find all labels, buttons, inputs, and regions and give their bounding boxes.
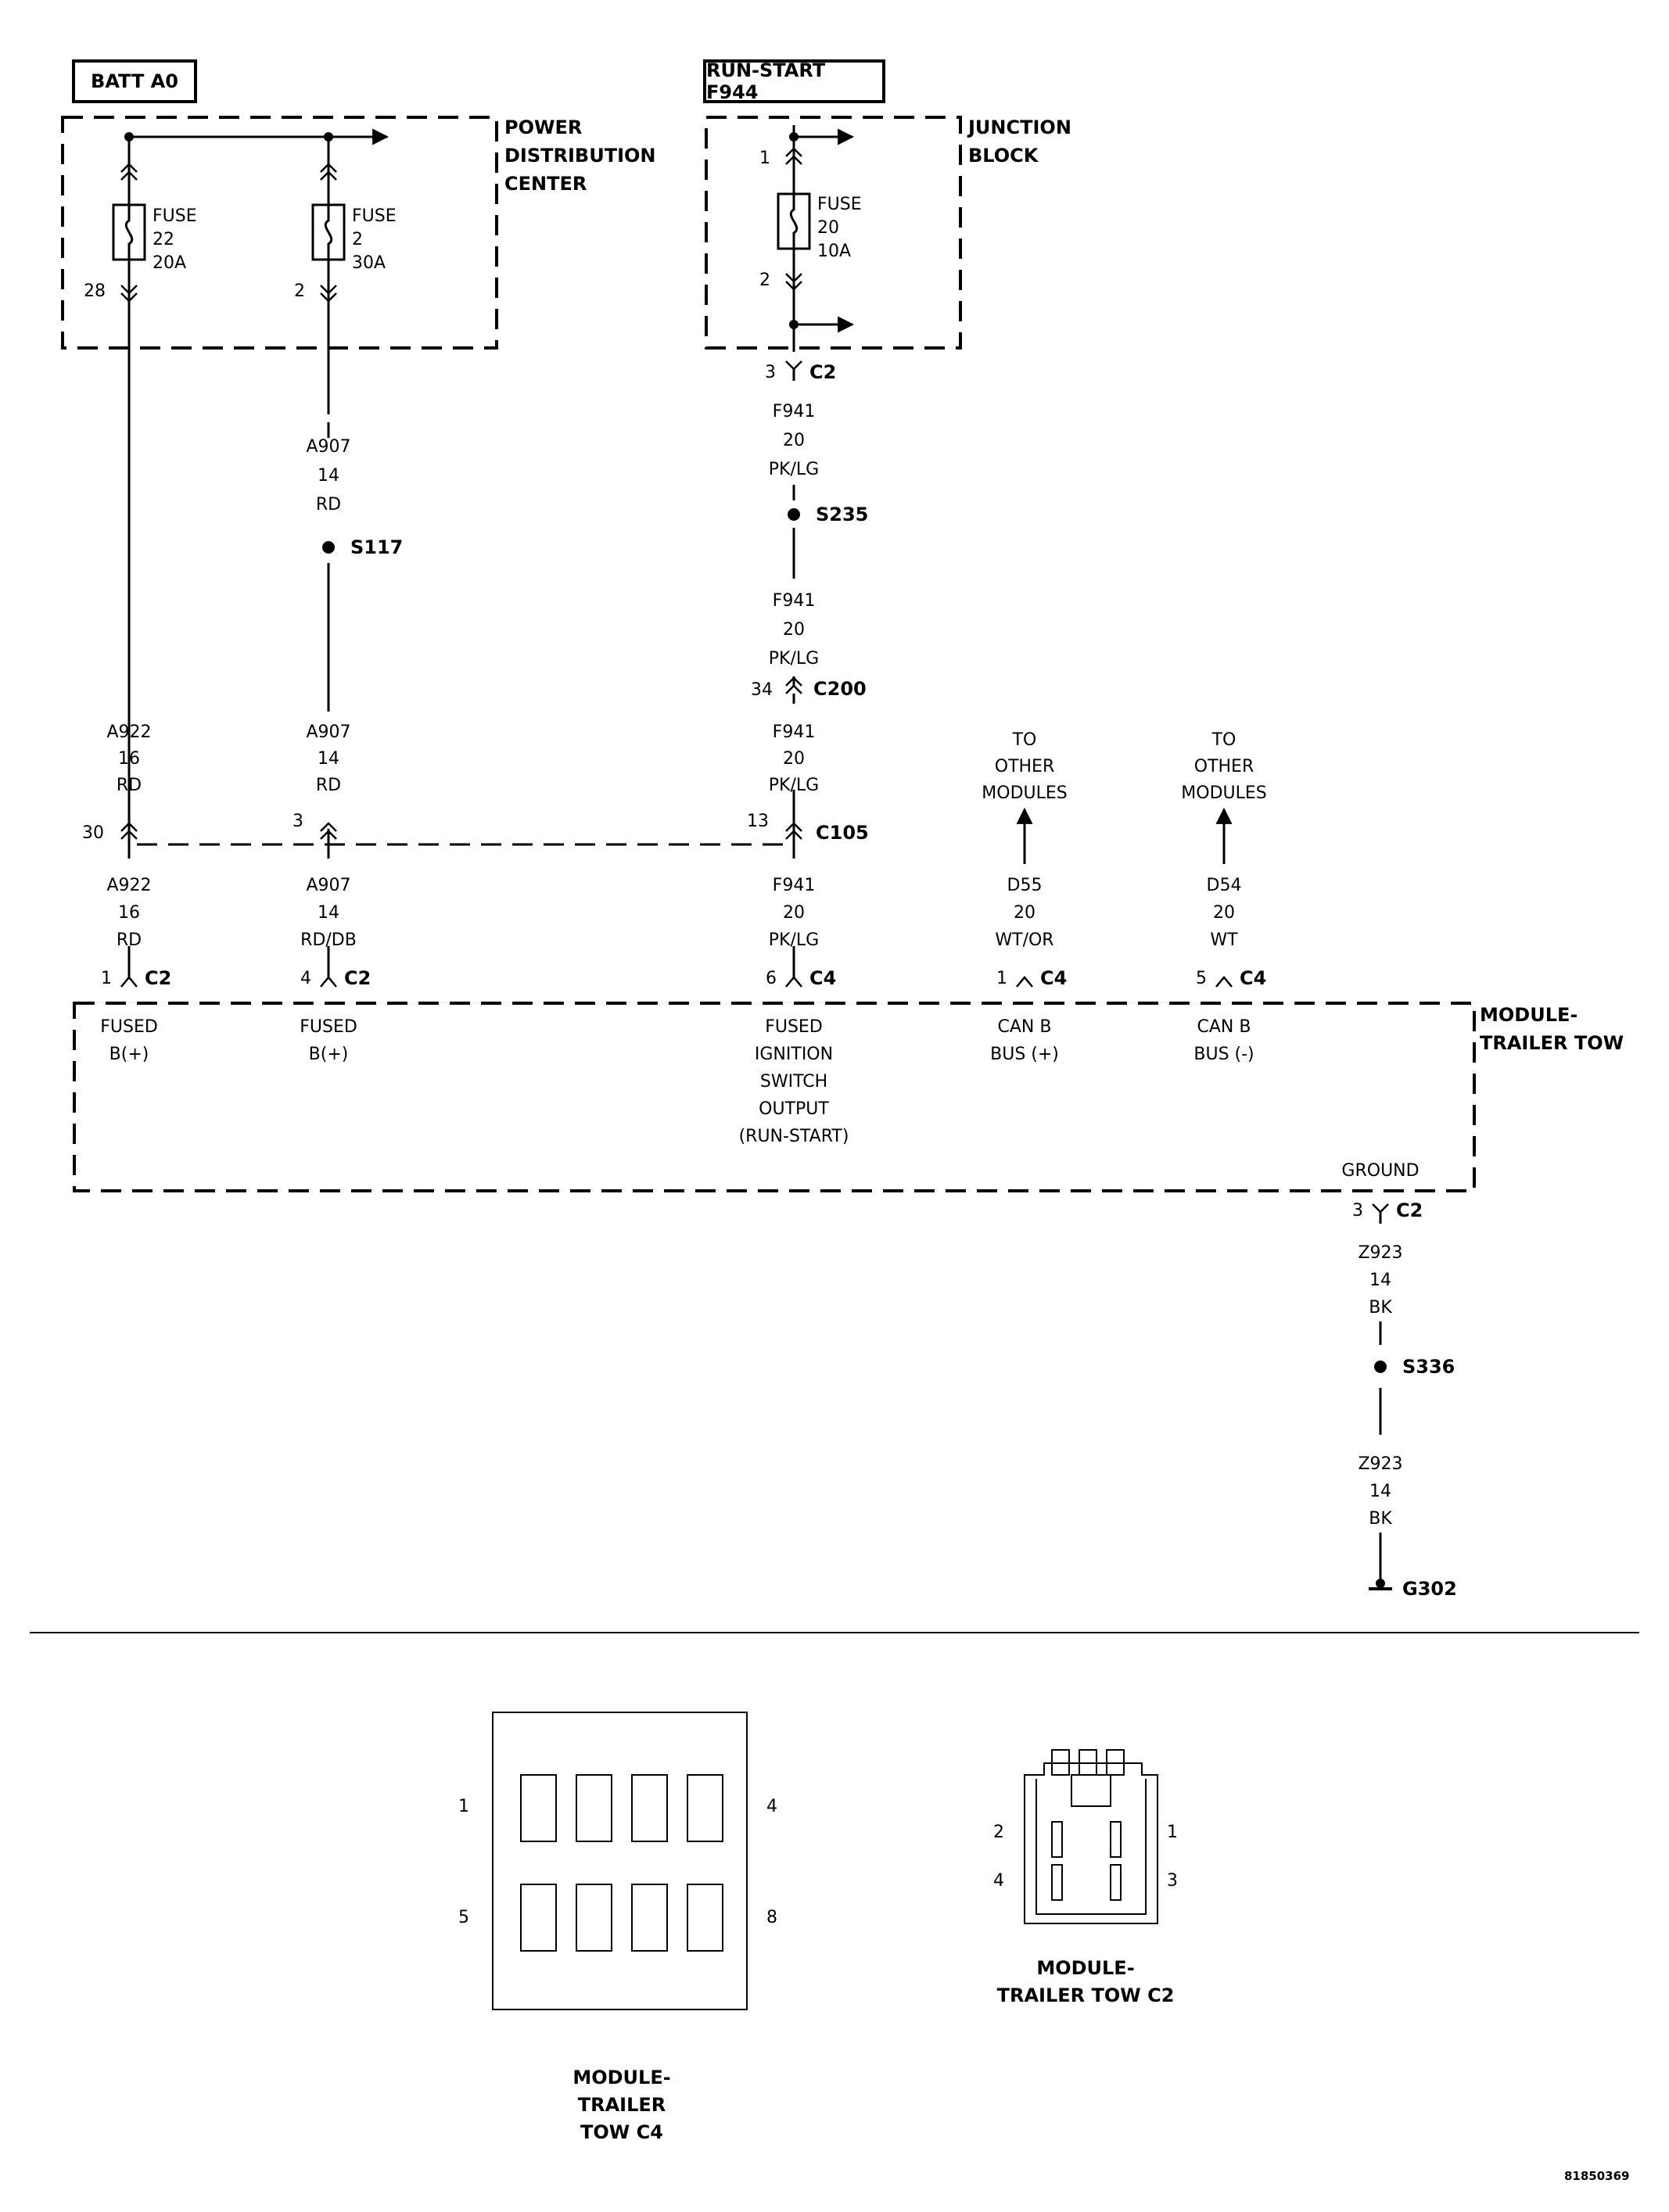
splice-s117: S117	[350, 536, 404, 558]
ground-g302: G302	[1402, 1578, 1457, 1600]
wire-f941-1: F941 20 PK/LG	[768, 402, 820, 479]
c2-title: MODULE- TRAILER TOW C2	[996, 1957, 1175, 2006]
c2-pin-1: 1	[1167, 1823, 1178, 1842]
fuse-22-pin: 28	[84, 281, 106, 301]
pin-canb-neg: CAN B BUS (-)	[1193, 1017, 1254, 1064]
m2-pin: 4	[300, 969, 311, 988]
wire-z923-2: Z923 14 BK	[1358, 1454, 1403, 1529]
jb-c2-pin: 3	[765, 363, 776, 382]
m3-pin: 6	[766, 969, 777, 988]
fuse-2-label: FUSE 2 30A	[352, 206, 397, 273]
c2-pin-3: 3	[1167, 1871, 1178, 1891]
run-start-box: RUN-START F944	[703, 59, 885, 103]
figure-id: 81850369	[1564, 2169, 1630, 2183]
c2-pin-2: 2	[993, 1823, 1004, 1842]
m5-name: C4	[1240, 967, 1267, 989]
batt-a0-label: BATT A0	[91, 70, 178, 92]
c4-title: MODULE- TRAILER TOW C4	[572, 2067, 671, 2143]
splice-s117-dot	[322, 541, 335, 554]
c4-pin-4: 4	[766, 1797, 777, 1816]
m1-pin: 1	[101, 969, 112, 988]
c105-pin-f941: 13	[747, 812, 769, 831]
pin-fused-b-2: FUSED B(+)	[300, 1017, 357, 1064]
pin-ignition: FUSED IGNITION SWITCH OUTPUT (RUN-START)	[738, 1017, 849, 1146]
jb-c2-name: C2	[809, 361, 837, 383]
fuse-20-label: FUSE 20 10A	[817, 195, 862, 261]
wire-a907-mid: A907 14 RD	[306, 722, 351, 795]
module-outline	[73, 1002, 1476, 1192]
c2-connector-face	[1024, 1749, 1158, 1924]
c2-pin-4: 4	[993, 1871, 1004, 1891]
to-other-modules-1: TO OTHER MODULES	[982, 730, 1068, 803]
batt-a0-box: BATT A0	[72, 59, 197, 103]
wire-d55: D55 20 WT/OR	[995, 876, 1054, 950]
pdc-outline	[61, 116, 498, 350]
m1-name: C2	[145, 967, 172, 989]
run-start-label: RUN-START F944	[706, 59, 826, 103]
m5-pin: 5	[1196, 969, 1207, 988]
c105-pin-a907: 3	[293, 812, 303, 831]
splice-s235: S235	[816, 504, 869, 525]
c4-pin-8: 8	[766, 1908, 777, 1927]
c4-pin-1: 1	[458, 1797, 469, 1816]
fuse-20-pin-in: 1	[759, 149, 770, 168]
fuse-20-pin-out: 2	[759, 271, 770, 290]
wire-a907-upper: A907 14 RD	[306, 437, 351, 514]
wire-f941-4: F941 20 PK/LG	[768, 876, 820, 950]
module-label: MODULE- TRAILER TOW	[1480, 1004, 1624, 1054]
pin-fused-b-1: FUSED B(+)	[100, 1017, 158, 1064]
pdc-label: POWER DISTRIBUTION CENTER	[504, 117, 656, 195]
wire-f941-3: F941 20 PK/LG	[768, 722, 820, 795]
c4-pin-5: 5	[458, 1908, 469, 1927]
junction-block-outline	[705, 116, 962, 350]
gnd-pin: 3	[1352, 1201, 1363, 1221]
splice-s336: S336	[1402, 1356, 1455, 1378]
wire-z923-1: Z923 14 BK	[1358, 1243, 1403, 1318]
c200-name: C200	[813, 678, 867, 700]
splice-s235-dot	[788, 508, 800, 521]
fuse-22-label: FUSE 22 20A	[153, 206, 197, 273]
to-other-modules-2: TO OTHER MODULES	[1181, 730, 1267, 803]
junction-block-label: JUNCTION BLOCK	[968, 117, 1071, 167]
c105-pin-a922: 30	[82, 823, 104, 843]
m4-pin: 1	[996, 969, 1007, 988]
c105-name: C105	[816, 822, 869, 844]
wire-a922-lower: A922 16 RD	[106, 876, 152, 950]
c200-pin: 34	[751, 680, 773, 700]
pin-ground: GROUND	[1341, 1161, 1420, 1181]
wire-d54: D54 20 WT	[1206, 876, 1242, 950]
wire-a922-upper: A922 16 RD	[106, 722, 152, 795]
m4-name: C4	[1040, 967, 1068, 989]
m2-name: C2	[344, 967, 371, 989]
m3-name: C4	[809, 967, 837, 989]
c4-connector-face	[492, 1712, 748, 2010]
fuse-2-pin: 2	[294, 281, 305, 301]
splice-s336-dot	[1374, 1361, 1387, 1373]
wire-f941-2: F941 20 PK/LG	[768, 591, 820, 669]
pin-canb-pos: CAN B BUS (+)	[990, 1017, 1059, 1064]
wire-a907-lower: A907 14 RD/DB	[300, 876, 357, 950]
gnd-name: C2	[1396, 1199, 1423, 1221]
